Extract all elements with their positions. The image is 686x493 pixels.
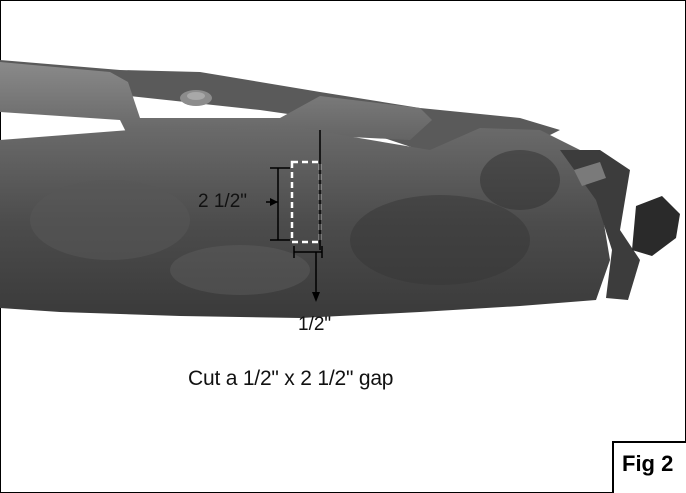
figure-caption: Cut a 1/2" x 2 1/2" gap bbox=[188, 367, 394, 390]
height-dimension-label: 2 1/2" bbox=[198, 191, 248, 212]
figure-label: Fig 2 bbox=[612, 441, 686, 493]
width-dimension-label: 1/2" bbox=[298, 314, 332, 335]
bracket-photo bbox=[0, 60, 680, 318]
end-tab bbox=[632, 196, 680, 256]
end-bracket bbox=[560, 150, 640, 300]
width-dimension bbox=[293, 246, 323, 302]
cut-gap-outline bbox=[290, 160, 322, 244]
height-dimension bbox=[266, 167, 290, 241]
